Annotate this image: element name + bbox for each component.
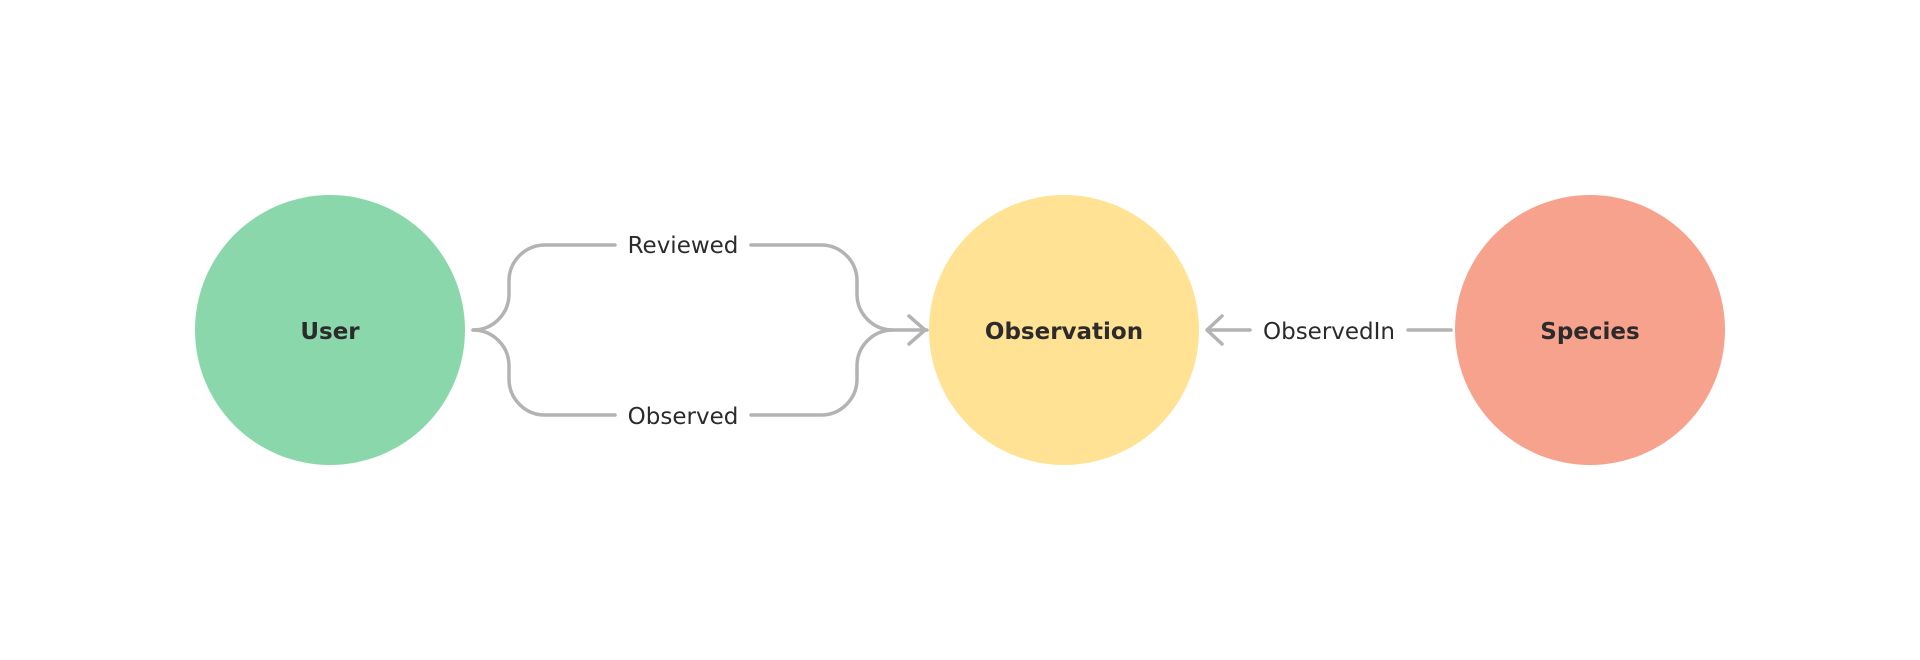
arrowhead-into-observation-left-icon xyxy=(907,314,927,346)
node-observation[interactable]: Observation xyxy=(929,195,1199,465)
node-user-circle xyxy=(195,195,465,465)
edge-reviewed-line-left xyxy=(471,243,617,332)
edge-observed: Observed xyxy=(471,328,895,430)
node-observation-circle xyxy=(929,195,1199,465)
edge-reviewed-line-right xyxy=(749,243,929,332)
node-species[interactable]: Species xyxy=(1455,195,1725,465)
node-user[interactable]: User xyxy=(195,195,465,465)
node-species-circle xyxy=(1455,195,1725,465)
edge-reviewed-label: Reviewed xyxy=(628,233,739,259)
edge-reviewed: Reviewed xyxy=(471,233,929,332)
edge-observed-in: ObservedIn xyxy=(1205,314,1453,346)
arrowhead-into-observation-right-icon xyxy=(1205,314,1224,346)
edge-observed-in-label: ObservedIn xyxy=(1263,319,1395,345)
edge-observed-line-right xyxy=(749,328,895,417)
edge-observed-label: Observed xyxy=(628,404,739,430)
node-user-label: User xyxy=(300,319,360,345)
node-species-label: Species xyxy=(1540,319,1639,345)
edge-observed-line-left xyxy=(471,328,617,417)
node-observation-label: Observation xyxy=(985,319,1143,345)
